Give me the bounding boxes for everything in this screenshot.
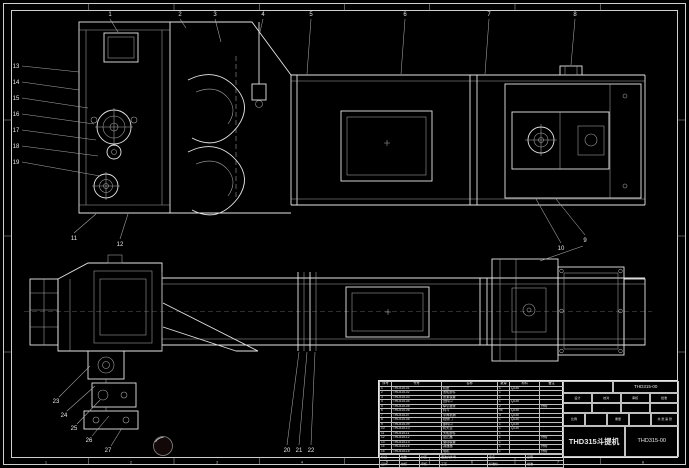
callout: 12 bbox=[117, 242, 124, 248]
callout: 8 bbox=[573, 12, 577, 18]
callout: 10 bbox=[558, 246, 565, 252]
bucket-section bbox=[79, 21, 298, 216]
sign-field bbox=[649, 402, 679, 413]
bom-header-row: 序号代号名称数量材料备注 bbox=[379, 381, 564, 387]
drive-unit-detail bbox=[83, 350, 139, 430]
title-block: THD315-00 设计 校对 审核 批准 比例 重量 共 张 第 张 THD3… bbox=[563, 381, 679, 457]
sign-label: 批准 bbox=[649, 392, 679, 403]
signature-grid: 设计 校对 审核 批准 bbox=[563, 392, 679, 413]
inspection-door-side bbox=[340, 110, 433, 182]
stamp-logo bbox=[153, 436, 173, 456]
corner-drawing-number: THD315-00 bbox=[613, 381, 679, 393]
gearbox bbox=[87, 350, 125, 380]
boot-section-plan bbox=[29, 254, 163, 352]
top-fitting bbox=[251, 83, 267, 101]
drawing-number: THD315-00 bbox=[625, 426, 679, 457]
plan-view bbox=[24, 254, 652, 456]
callout: 26 bbox=[86, 438, 93, 444]
callout: 2 bbox=[178, 12, 182, 18]
title-block-blank-cell bbox=[563, 381, 613, 393]
drive-station-side bbox=[469, 65, 646, 205]
head-section bbox=[78, 21, 171, 214]
trough-plan bbox=[161, 272, 645, 352]
bolted-flange bbox=[557, 266, 625, 356]
callout: 4 bbox=[261, 12, 265, 18]
zone-label: 1 bbox=[45, 460, 48, 465]
callout: 21 bbox=[296, 448, 303, 454]
callout: 24 bbox=[61, 413, 68, 419]
base-frame bbox=[83, 410, 139, 430]
callout: 23 bbox=[53, 399, 60, 405]
head-access-door bbox=[103, 32, 139, 63]
zone-label: 4 bbox=[301, 460, 304, 465]
sign-field bbox=[591, 402, 621, 413]
callout: 16 bbox=[13, 112, 20, 118]
sheet-label: 共 张 bbox=[657, 417, 665, 422]
callout: 18 bbox=[13, 144, 20, 150]
sign-label: 校对 bbox=[591, 392, 621, 403]
drive-housing bbox=[511, 111, 610, 170]
bucket-lower bbox=[187, 146, 245, 216]
sign-field bbox=[563, 402, 592, 413]
scale-value bbox=[585, 412, 607, 427]
side-view bbox=[78, 21, 646, 216]
weight-value bbox=[629, 412, 651, 427]
chute bbox=[162, 302, 259, 352]
scale-label: 比例 bbox=[563, 412, 585, 427]
callout: 19 bbox=[13, 160, 20, 166]
revision-table: 标记处数分区更改文件号签名日期设计校核审核工艺标准化批准 bbox=[379, 453, 564, 468]
page-label: 第 张 bbox=[665, 417, 673, 422]
drawing-title: THD315斗提机 bbox=[563, 426, 625, 457]
callout: 13 bbox=[13, 64, 20, 70]
sheet-cell: 共 张 第 张 bbox=[651, 412, 679, 427]
callout: 11 bbox=[71, 236, 78, 242]
sheet-borders bbox=[3, 3, 686, 465]
middle-casing bbox=[291, 74, 645, 206]
callout: 9 bbox=[583, 238, 587, 244]
zone-label: 2 bbox=[130, 460, 133, 465]
callout: 1 bbox=[108, 12, 112, 18]
zone-label: 8 bbox=[642, 460, 645, 465]
sign-field bbox=[620, 402, 650, 413]
sign-label: 审核 bbox=[620, 392, 650, 403]
revision-sign-row: 设计校核审核工艺标准化批准 bbox=[379, 460, 564, 468]
callout: 27 bbox=[105, 448, 112, 454]
callout: 15 bbox=[13, 96, 20, 102]
callout: 3 bbox=[213, 12, 217, 18]
callout-numbers: 1 2 3 4 5 6 7 8 9 10 11 12 13 14 15 16 1… bbox=[13, 12, 588, 454]
revision-label-row: 标记处数分区更改文件号签名日期 bbox=[379, 453, 564, 462]
zone-label: 3 bbox=[216, 460, 219, 465]
callout: 14 bbox=[13, 80, 20, 86]
top-cover-fitting bbox=[559, 65, 583, 76]
callout: 6 bbox=[403, 12, 407, 18]
callout: 20 bbox=[284, 448, 291, 454]
callout: 7 bbox=[487, 12, 491, 18]
motor-mount bbox=[91, 382, 137, 408]
callout: 17 bbox=[13, 128, 20, 134]
sign-label: 设计 bbox=[563, 392, 592, 403]
leader-lines bbox=[21, 18, 586, 447]
callout: 25 bbox=[71, 426, 78, 432]
weight-label: 重量 bbox=[607, 412, 629, 427]
drive-station-plan bbox=[479, 258, 646, 362]
callout: 22 bbox=[308, 448, 315, 454]
bucket-upper bbox=[187, 74, 245, 144]
callout: 5 bbox=[309, 12, 313, 18]
inspection-door-plan bbox=[345, 286, 430, 338]
